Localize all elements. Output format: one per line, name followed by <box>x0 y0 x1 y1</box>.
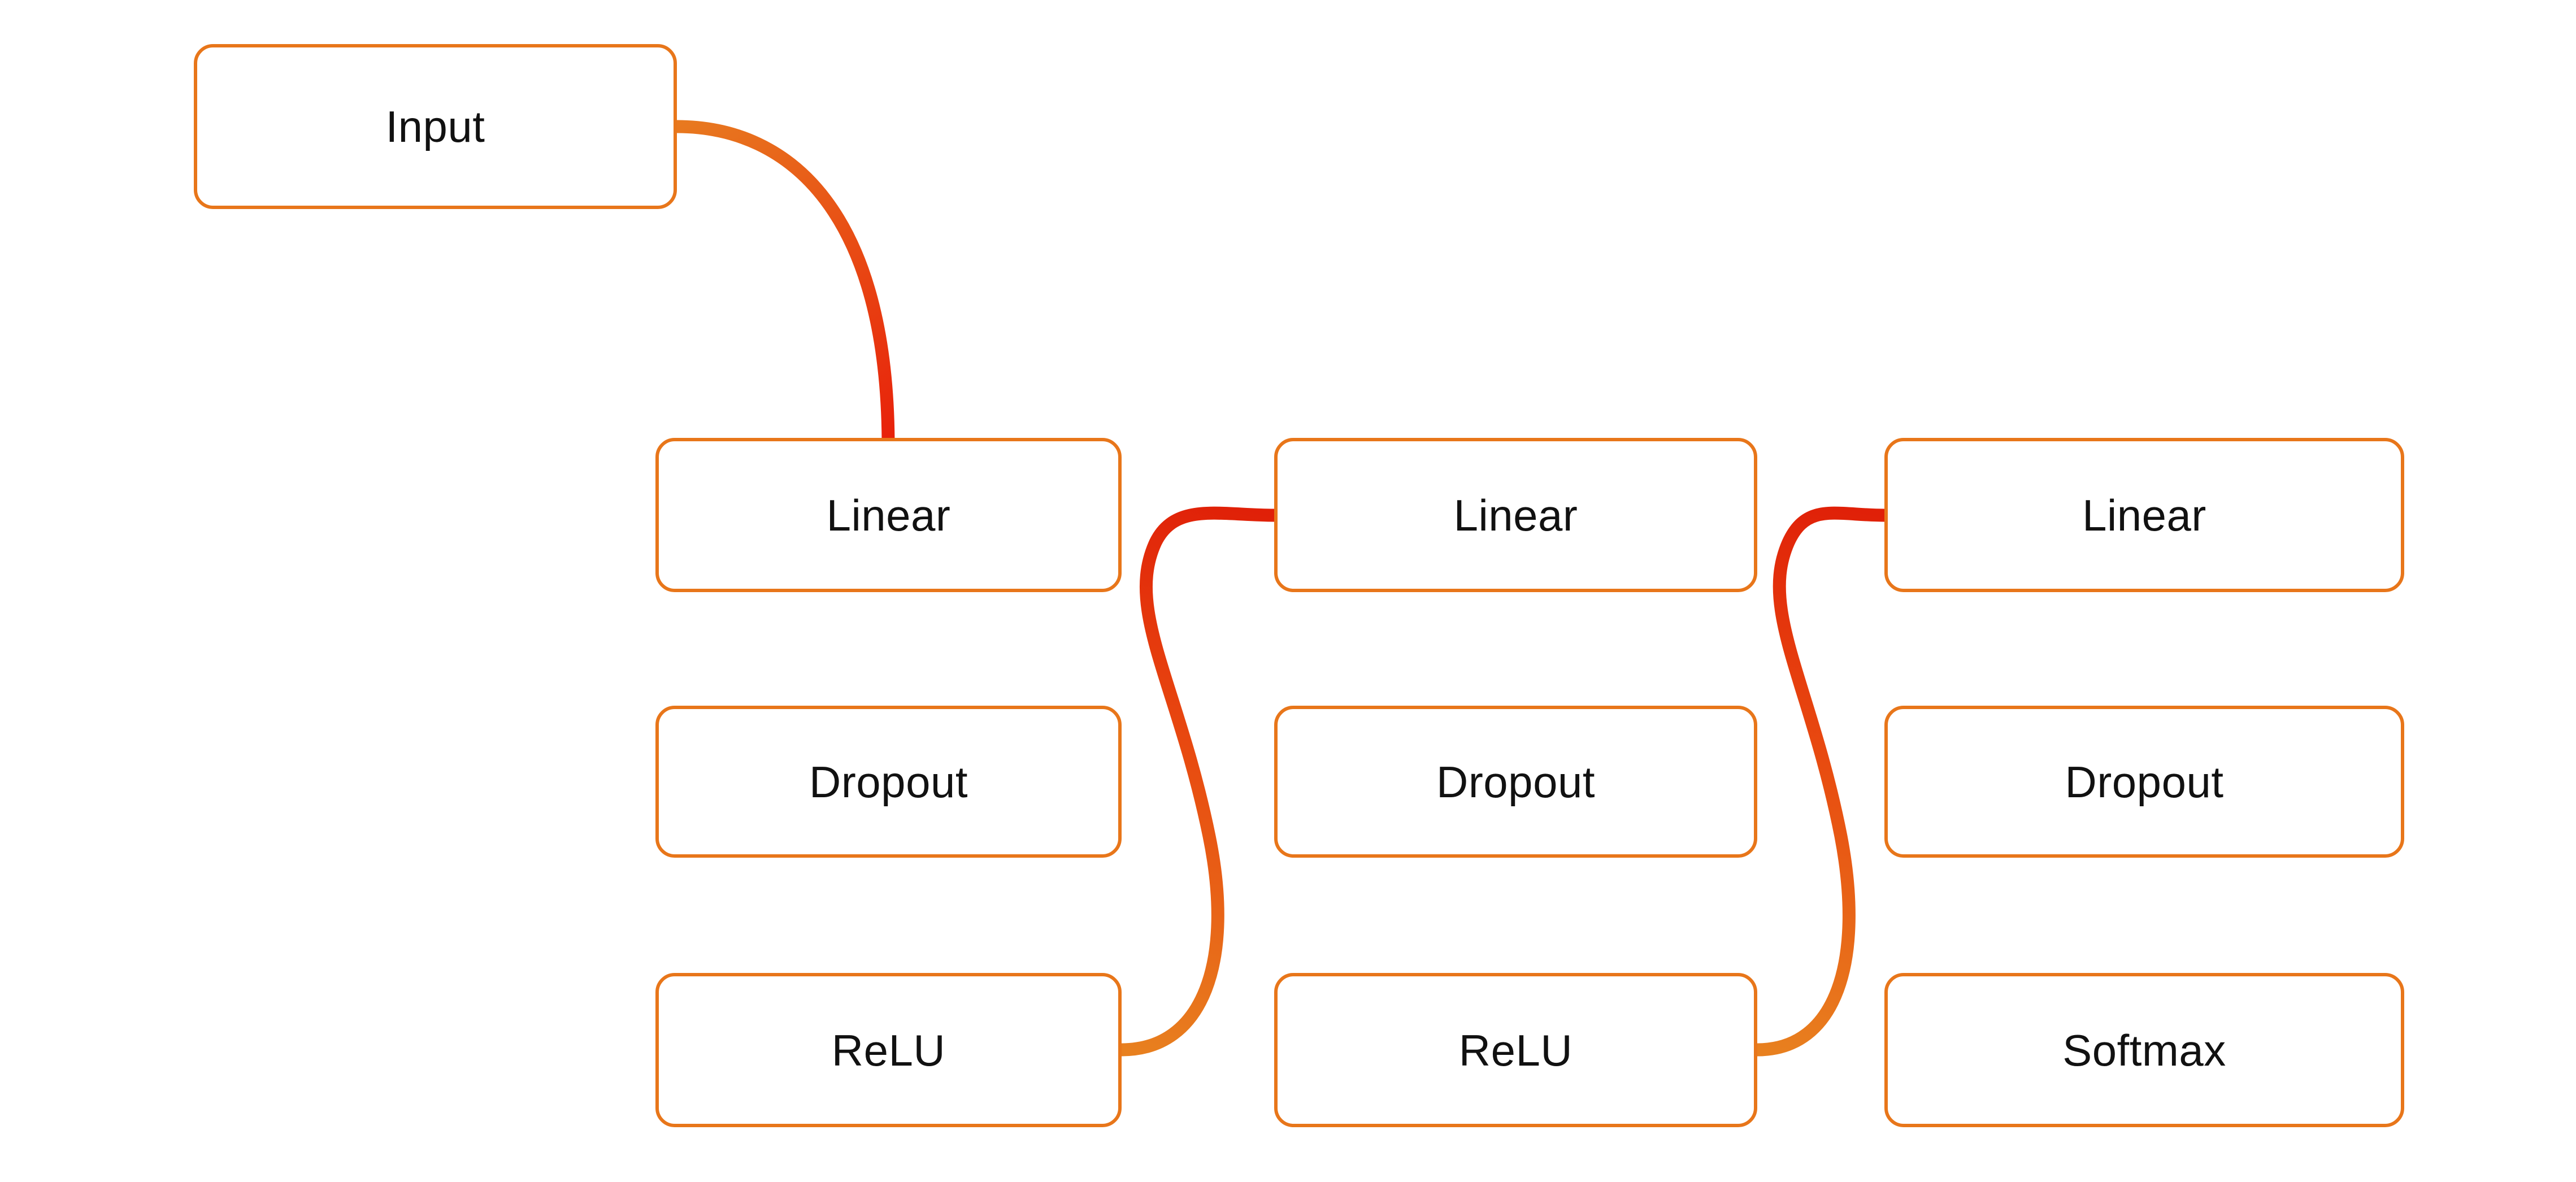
node-input[interactable]: Input <box>194 44 677 209</box>
edge-relu2-to-linear3 <box>1757 506 1885 1057</box>
node-label-linear-2: Linear <box>1453 490 1578 540</box>
node-label-input: Input <box>385 102 485 151</box>
node-relu-2[interactable]: ReLU <box>1274 973 1757 1127</box>
node-dropout-1[interactable]: Dropout <box>655 706 1122 858</box>
node-label-dropout-1: Dropout <box>809 757 968 807</box>
node-linear-2[interactable]: Linear <box>1274 438 1757 592</box>
node-label-linear-3: Linear <box>2082 490 2206 540</box>
node-linear-1[interactable]: Linear <box>655 438 1122 592</box>
node-label-linear-1: Linear <box>826 490 951 540</box>
node-dropout-2[interactable]: Dropout <box>1274 706 1757 858</box>
node-relu-1[interactable]: ReLU <box>655 973 1122 1127</box>
node-label-dropout-2: Dropout <box>1436 757 1595 807</box>
node-label-relu-2: ReLU <box>1458 1025 1573 1075</box>
node-dropout-3[interactable]: Dropout <box>1884 706 2404 858</box>
node-label-dropout-3: Dropout <box>2065 757 2224 807</box>
node-softmax[interactable]: Softmax <box>1884 973 2404 1127</box>
edge-relu1-to-linear2 <box>1121 506 1275 1057</box>
node-linear-3[interactable]: Linear <box>1884 438 2404 592</box>
node-label-softmax: Softmax <box>2062 1025 2226 1075</box>
edge-input-to-linear1 <box>676 120 895 447</box>
node-label-relu-1: ReLU <box>831 1025 946 1075</box>
